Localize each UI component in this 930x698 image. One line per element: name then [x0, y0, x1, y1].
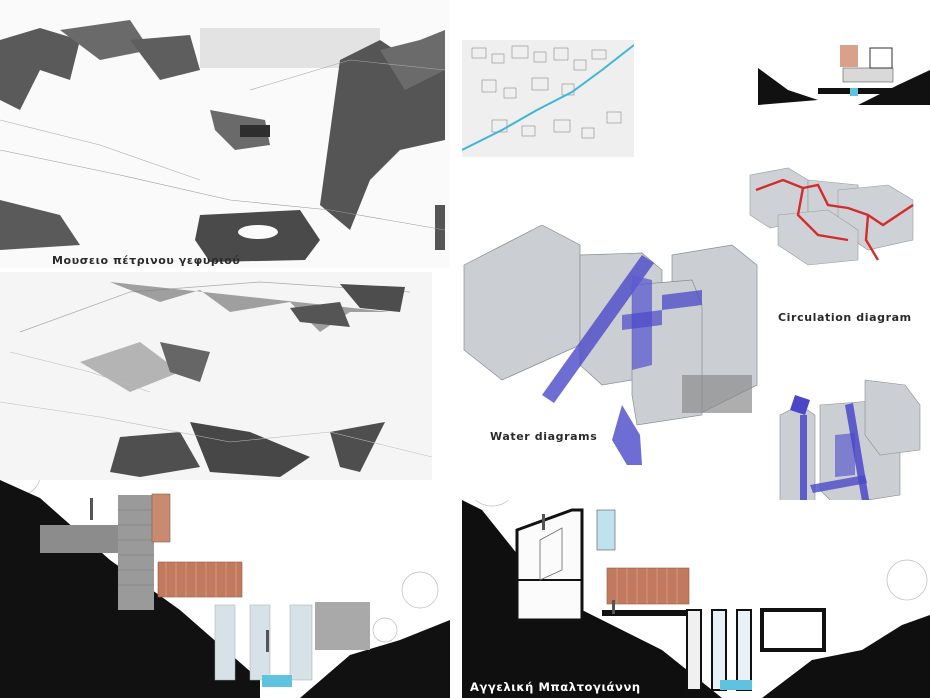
circulation-diagram — [748, 160, 928, 280]
hillside-sketch — [0, 272, 432, 490]
site-plan-map — [462, 40, 634, 157]
author-name-label: Αγγελική Μπαλτογιάννη — [470, 680, 641, 694]
section-left — [0, 480, 450, 698]
small-section — [758, 30, 930, 105]
section-right — [462, 500, 930, 698]
bridge-perspective-sketch — [0, 0, 450, 268]
museum-title-label: Μουσειο πέτρινου γεφυριού — [52, 254, 241, 267]
water-diagrams-label: Water diagrams — [490, 430, 598, 443]
circulation-diagram-label: Circulation diagram — [778, 311, 912, 324]
water-diagram-main — [462, 225, 762, 465]
